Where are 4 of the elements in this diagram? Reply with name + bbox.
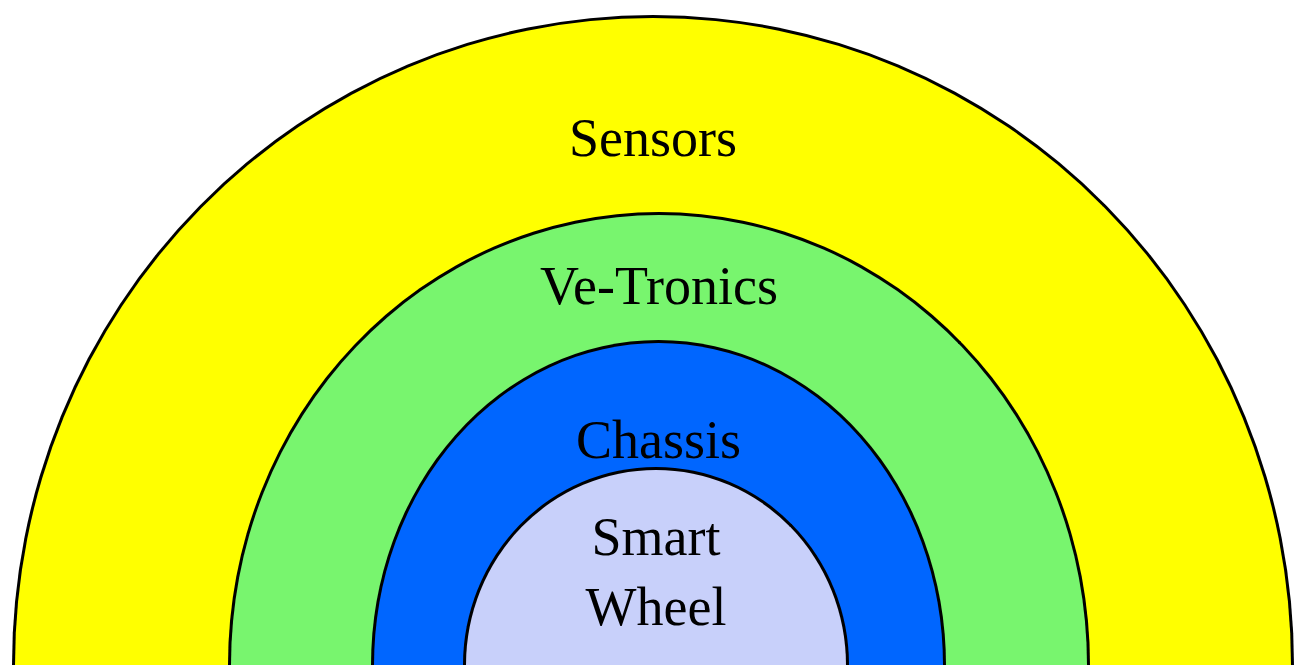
layer-label: Chassis bbox=[575, 409, 741, 472]
layer-label: Ve-Tronics bbox=[540, 255, 778, 318]
layer-label: Smart Wheel bbox=[584, 506, 728, 639]
layer-label: Sensors bbox=[569, 107, 737, 170]
